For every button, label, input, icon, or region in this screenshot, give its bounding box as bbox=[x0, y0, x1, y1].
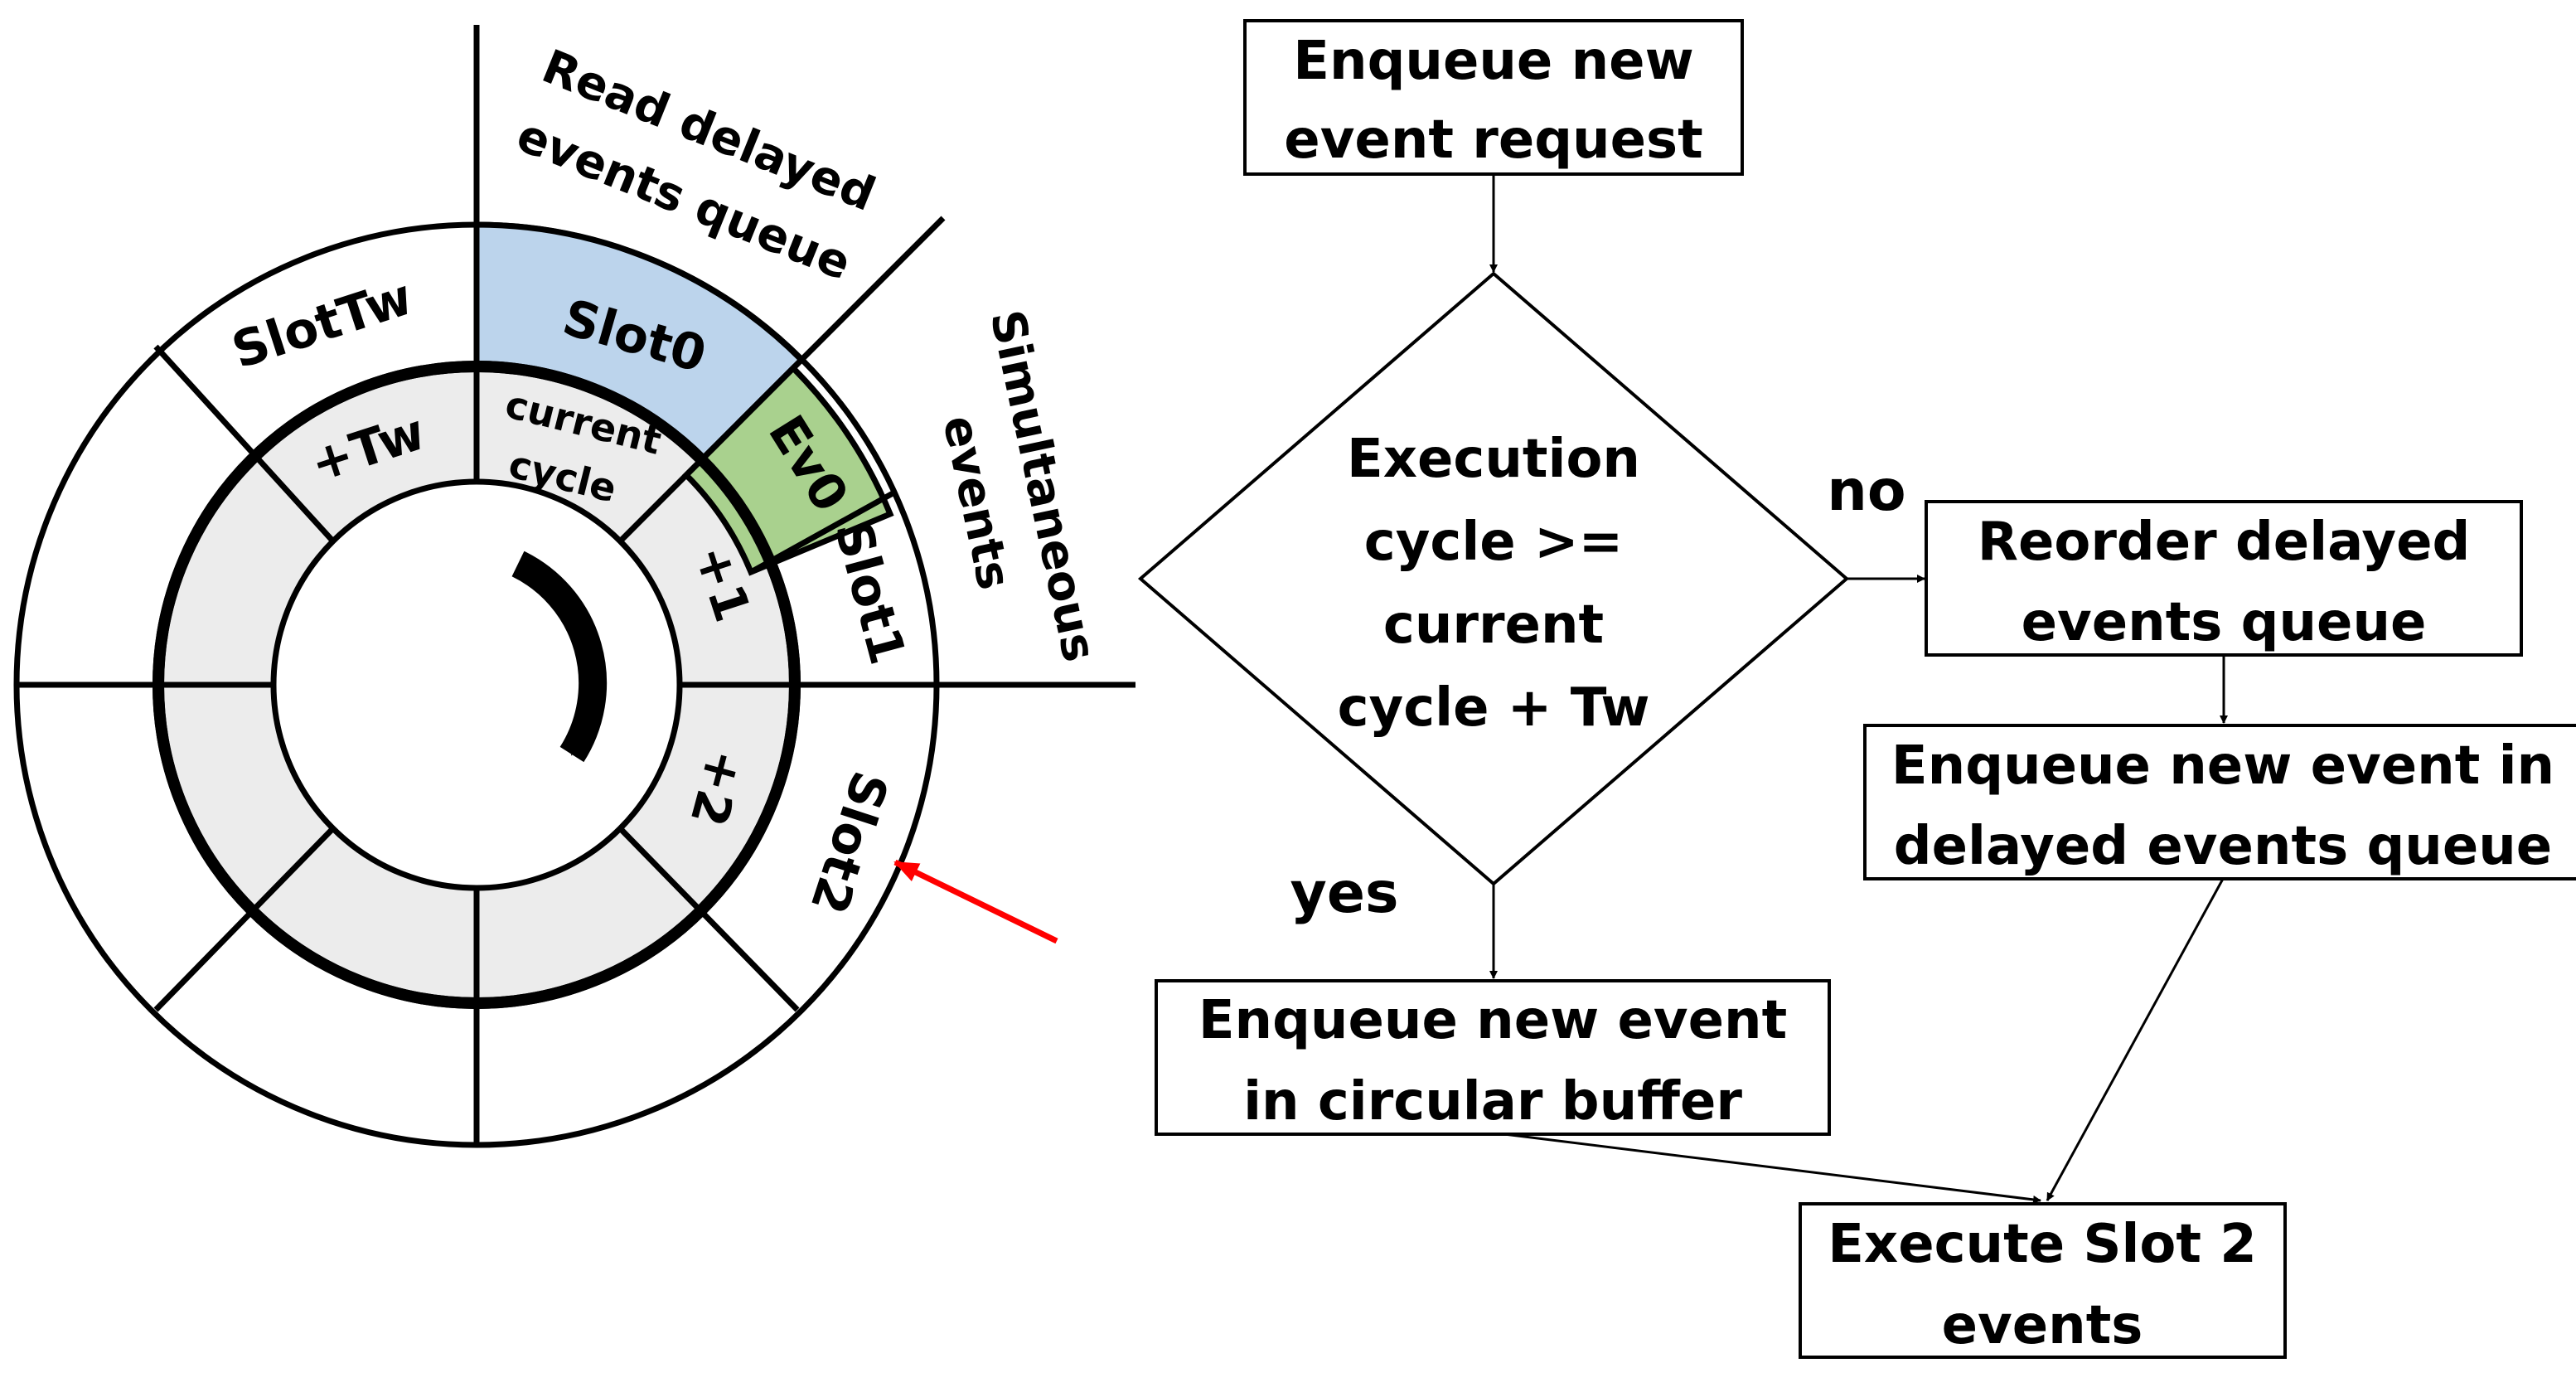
decision-diamond bbox=[1137, 271, 1850, 886]
circular-buffer-line1: Enqueue new event bbox=[1198, 990, 1787, 1051]
circular-buffer-box bbox=[1155, 979, 1831, 1136]
decision-line2: cycle >= bbox=[1364, 512, 1623, 573]
delayed-queue-line1: Enqueue new event in bbox=[1891, 735, 2554, 797]
no-branch-label: no bbox=[1827, 458, 1905, 524]
execute-box bbox=[1799, 1202, 2287, 1359]
divider-ev0-slot1 bbox=[749, 489, 896, 575]
execute-box-line1: Execute Slot 2 bbox=[1828, 1214, 2257, 1275]
arrow-delayed-to-execute bbox=[2046, 878, 2225, 1201]
rotation-arrow-icon bbox=[511, 551, 608, 763]
divider-diag-ne bbox=[617, 216, 946, 544]
decision-line1: Execution bbox=[1347, 429, 1640, 490]
yes-branch-label: yes bbox=[1290, 861, 1399, 926]
divider-diag-se bbox=[617, 826, 800, 1012]
timing-wheel: Slot0 SlotTw Slot1 Slot2 Ev0 current cyc… bbox=[13, 25, 1135, 1148]
inner-ring bbox=[270, 478, 683, 891]
divider-diag-nw bbox=[153, 344, 336, 544]
slot2-pointer-arrow bbox=[893, 859, 1058, 944]
delayed-queue-box bbox=[1863, 724, 2576, 880]
circular-buffer-line2: in circular buffer bbox=[1243, 1071, 1742, 1133]
reorder-box-line2: events queue bbox=[2022, 592, 2427, 653]
execute-box-line2: events bbox=[1942, 1295, 2143, 1356]
reorder-box-line1: Reorder delayed bbox=[1978, 512, 2471, 573]
start-box bbox=[1243, 19, 1744, 176]
decision-line4: cycle + Tw bbox=[1338, 677, 1650, 739]
arrow-circular-to-execute bbox=[1503, 1133, 2041, 1204]
start-box-line2: event request bbox=[1284, 109, 1702, 171]
flowchart: Enqueue new event request Execution cycl… bbox=[1137, 19, 2576, 1359]
start-box-line1: Enqueue new bbox=[1293, 31, 1693, 92]
delayed-queue-line2: delayed events queue bbox=[1894, 816, 2552, 877]
divider-diag-sw bbox=[153, 826, 336, 1012]
decision-line3: current bbox=[1383, 594, 1604, 656]
